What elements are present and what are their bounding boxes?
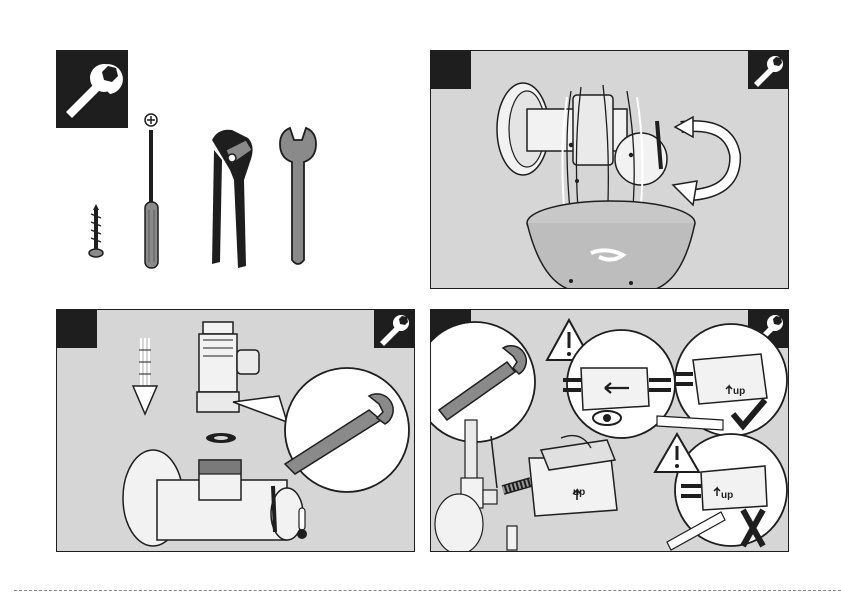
step-panel-flow-meter: up up up: [430, 309, 789, 552]
open-end-wrench-icon: [280, 128, 316, 264]
up-label: up: [573, 487, 585, 498]
arrow-down-icon: [133, 338, 157, 414]
page-cut-line: [14, 590, 841, 591]
step-panel-flush: [430, 50, 789, 289]
up-label: up: [721, 490, 733, 501]
up-label: up: [733, 386, 745, 397]
thermometer-icon: [297, 508, 307, 539]
eye-icon: [593, 411, 621, 425]
screwdriver-icon: [145, 114, 158, 268]
flush-illustration: [431, 51, 789, 289]
step-panel-install-valve: [56, 309, 415, 552]
install-valve-illustration: [57, 310, 415, 552]
pliers-icon: [212, 130, 253, 268]
screw-icon: [89, 204, 103, 257]
flow-meter-illustration: [431, 310, 789, 552]
